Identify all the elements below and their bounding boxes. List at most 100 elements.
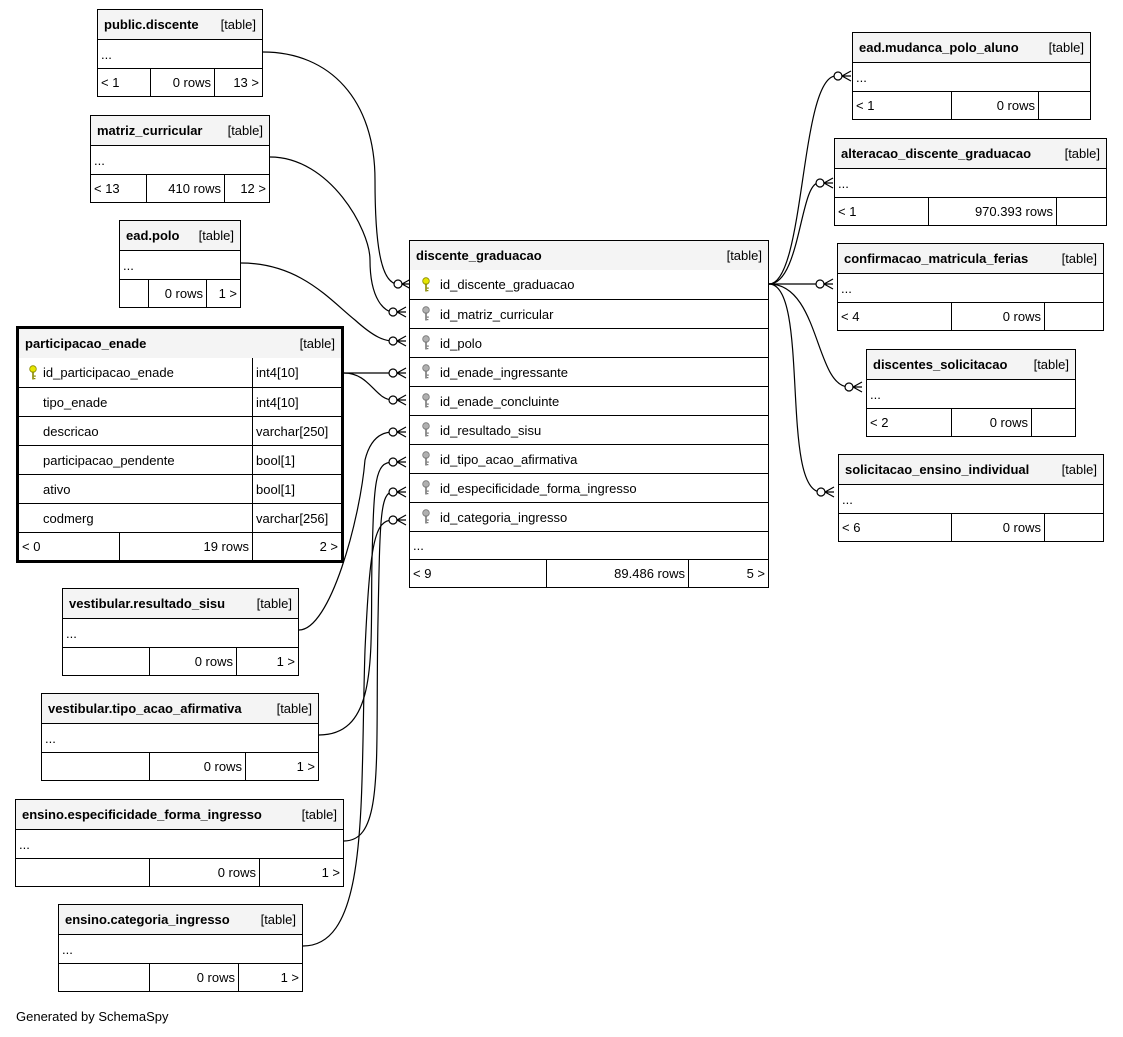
table-discentes-solicitacao[interactable]: discentes_solicitacao [table] ... < 2 0 … xyxy=(866,349,1076,437)
crows-foot-marker xyxy=(823,177,834,189)
crows-foot-marker xyxy=(396,335,407,347)
table-matriz-curricular[interactable]: matriz_curricular [table] ... < 13 410 r… xyxy=(90,115,270,203)
optional-marker xyxy=(388,515,398,525)
column-row[interactable]: id_enade_concluinte xyxy=(410,386,768,415)
children-count[interactable]: 1 > xyxy=(238,964,302,991)
column-name-cell: id_especificidade_forma_ingresso xyxy=(410,474,768,502)
table-especificidade-forma-ingresso[interactable]: ensino.especificidade_forma_ingresso [ta… xyxy=(15,799,344,887)
column-row[interactable]: id_discente_graduacao xyxy=(410,270,768,299)
children-count[interactable] xyxy=(1056,198,1106,225)
table-body: ... xyxy=(42,723,318,752)
relationship-line xyxy=(318,461,394,736)
table-name: solicitacao_ensino_individual xyxy=(845,462,1030,477)
children-count[interactable] xyxy=(1038,92,1090,119)
table-name: ensino.especificidade_forma_ingresso xyxy=(22,807,262,822)
parents-count[interactable] xyxy=(120,280,148,307)
children-count[interactable]: 1 > xyxy=(245,753,318,780)
parents-count[interactable] xyxy=(59,964,149,991)
children-count[interactable] xyxy=(1031,409,1075,436)
elided-columns: ... xyxy=(101,46,112,62)
column-name-cell: id_matriz_curricular xyxy=(410,300,768,328)
relationship-line xyxy=(269,156,394,313)
table-public-discente[interactable]: public.discente [table] ... < 1 0 rows 1… xyxy=(97,9,263,97)
table-name: confirmacao_matricula_ferias xyxy=(844,251,1029,266)
table-kind: [table] xyxy=(276,701,312,716)
table-categoria-ingresso[interactable]: ensino.categoria_ingresso [table] ... 0 … xyxy=(58,904,303,992)
parents-count[interactable]: < 1 xyxy=(101,75,120,90)
table-kind: [table] xyxy=(220,17,256,32)
parents-count[interactable] xyxy=(63,648,149,675)
parents-count[interactable] xyxy=(42,753,149,780)
parents-count[interactable]: < 9 xyxy=(413,566,432,581)
children-count[interactable]: 12 > xyxy=(224,175,269,202)
relationship-line xyxy=(240,262,394,342)
parents-count[interactable] xyxy=(16,859,149,886)
relationship-line xyxy=(298,431,394,631)
table-body: ... xyxy=(120,250,240,279)
children-count[interactable]: 1 > xyxy=(236,648,298,675)
children-count[interactable]: 13 > xyxy=(214,69,262,96)
parents-count[interactable]: < 2 xyxy=(870,415,889,430)
generated-by-note: Generated by SchemaSpy xyxy=(16,1009,169,1024)
table-solicitacao-ensino-individual[interactable]: solicitacao_ensino_individual [table] ..… xyxy=(838,454,1104,542)
children-count[interactable]: 1 > xyxy=(259,859,343,886)
parents-count[interactable]: < 1 xyxy=(856,98,875,113)
parents-count[interactable]: < 13 xyxy=(94,181,120,196)
column-row[interactable]: id_polo xyxy=(410,328,768,357)
table-discente-graduacao[interactable]: discente_graduacao [table] id_discente_g… xyxy=(409,240,769,588)
table-header: participacao_enade [table] xyxy=(19,329,341,358)
table-mudanca-polo-aluno[interactable]: ead.mudanca_polo_aluno [table] ... < 1 0… xyxy=(852,32,1091,120)
table-header: ead.mudanca_polo_aluno [table] xyxy=(853,33,1090,62)
table-kind: [table] xyxy=(1048,40,1084,55)
column-name-cell: id_participacao_enade xyxy=(19,358,252,387)
crows-foot-marker xyxy=(396,394,407,406)
table-confirmacao-matricula-ferias[interactable]: confirmacao_matricula_ferias [table] ...… xyxy=(837,243,1104,331)
optional-marker xyxy=(388,487,398,497)
foreign-key-icon xyxy=(416,480,436,496)
parents-count[interactable]: < 6 xyxy=(842,520,861,535)
table-resultado-sisu[interactable]: vestibular.resultado_sisu [table] ... 0 … xyxy=(62,588,299,676)
table-body: ... xyxy=(410,531,768,559)
table-name: ead.mudanca_polo_aluno xyxy=(859,40,1019,55)
elided-columns: ... xyxy=(856,69,867,85)
column-row[interactable]: id_categoria_ingresso xyxy=(410,502,768,531)
table-header: alteracao_discente_graduacao [table] xyxy=(835,139,1106,168)
children-count[interactable]: 5 > xyxy=(688,560,768,587)
table-kind: [table] xyxy=(301,807,337,822)
elided-columns: ... xyxy=(94,152,105,168)
relationship-line xyxy=(302,519,394,947)
table-header: ensino.categoria_ingresso [table] xyxy=(59,905,302,934)
children-count[interactable] xyxy=(1044,303,1103,330)
table-alteracao-discente-graduacao[interactable]: alteracao_discente_graduacao [table] ...… xyxy=(834,138,1107,226)
children-count[interactable]: 2 > xyxy=(252,533,341,560)
column-name: id_enade_ingressante xyxy=(440,364,568,380)
parents-count[interactable]: < 0 xyxy=(22,539,41,554)
optional-marker xyxy=(388,368,398,378)
crows-foot-marker xyxy=(396,514,407,526)
column-row[interactable]: id_matriz_curricular xyxy=(410,299,768,328)
table-kind: [table] xyxy=(260,912,296,927)
parents-count[interactable]: < 4 xyxy=(841,309,860,324)
table-participacao-enade[interactable]: participacao_enade [table] id_participac… xyxy=(16,326,344,563)
column-row[interactable]: id_resultado_sisu xyxy=(410,415,768,444)
table-tipo-acao-afirmativa[interactable]: vestibular.tipo_acao_afirmativa [table] … xyxy=(41,693,319,781)
children-count[interactable] xyxy=(1044,514,1103,541)
column-row[interactable]: id_especificidade_forma_ingresso xyxy=(410,473,768,502)
row-count: 410 rows xyxy=(146,175,224,202)
table-header: public.discente [table] xyxy=(98,10,262,39)
children-count[interactable]: 1 > xyxy=(206,280,240,307)
table-ead-polo[interactable]: ead.polo [table] ... 0 rows 1 > xyxy=(119,220,241,308)
row-count: 0 rows xyxy=(951,303,1044,330)
column-row[interactable]: id_tipo_acao_afirmativa xyxy=(410,444,768,473)
table-name: vestibular.resultado_sisu xyxy=(69,596,226,611)
column-row[interactable]: id_enade_ingressante xyxy=(410,357,768,386)
column-type: varchar[250] xyxy=(252,417,341,445)
parents-count[interactable]: < 1 xyxy=(838,204,857,219)
table-kind: [table] xyxy=(256,596,292,611)
